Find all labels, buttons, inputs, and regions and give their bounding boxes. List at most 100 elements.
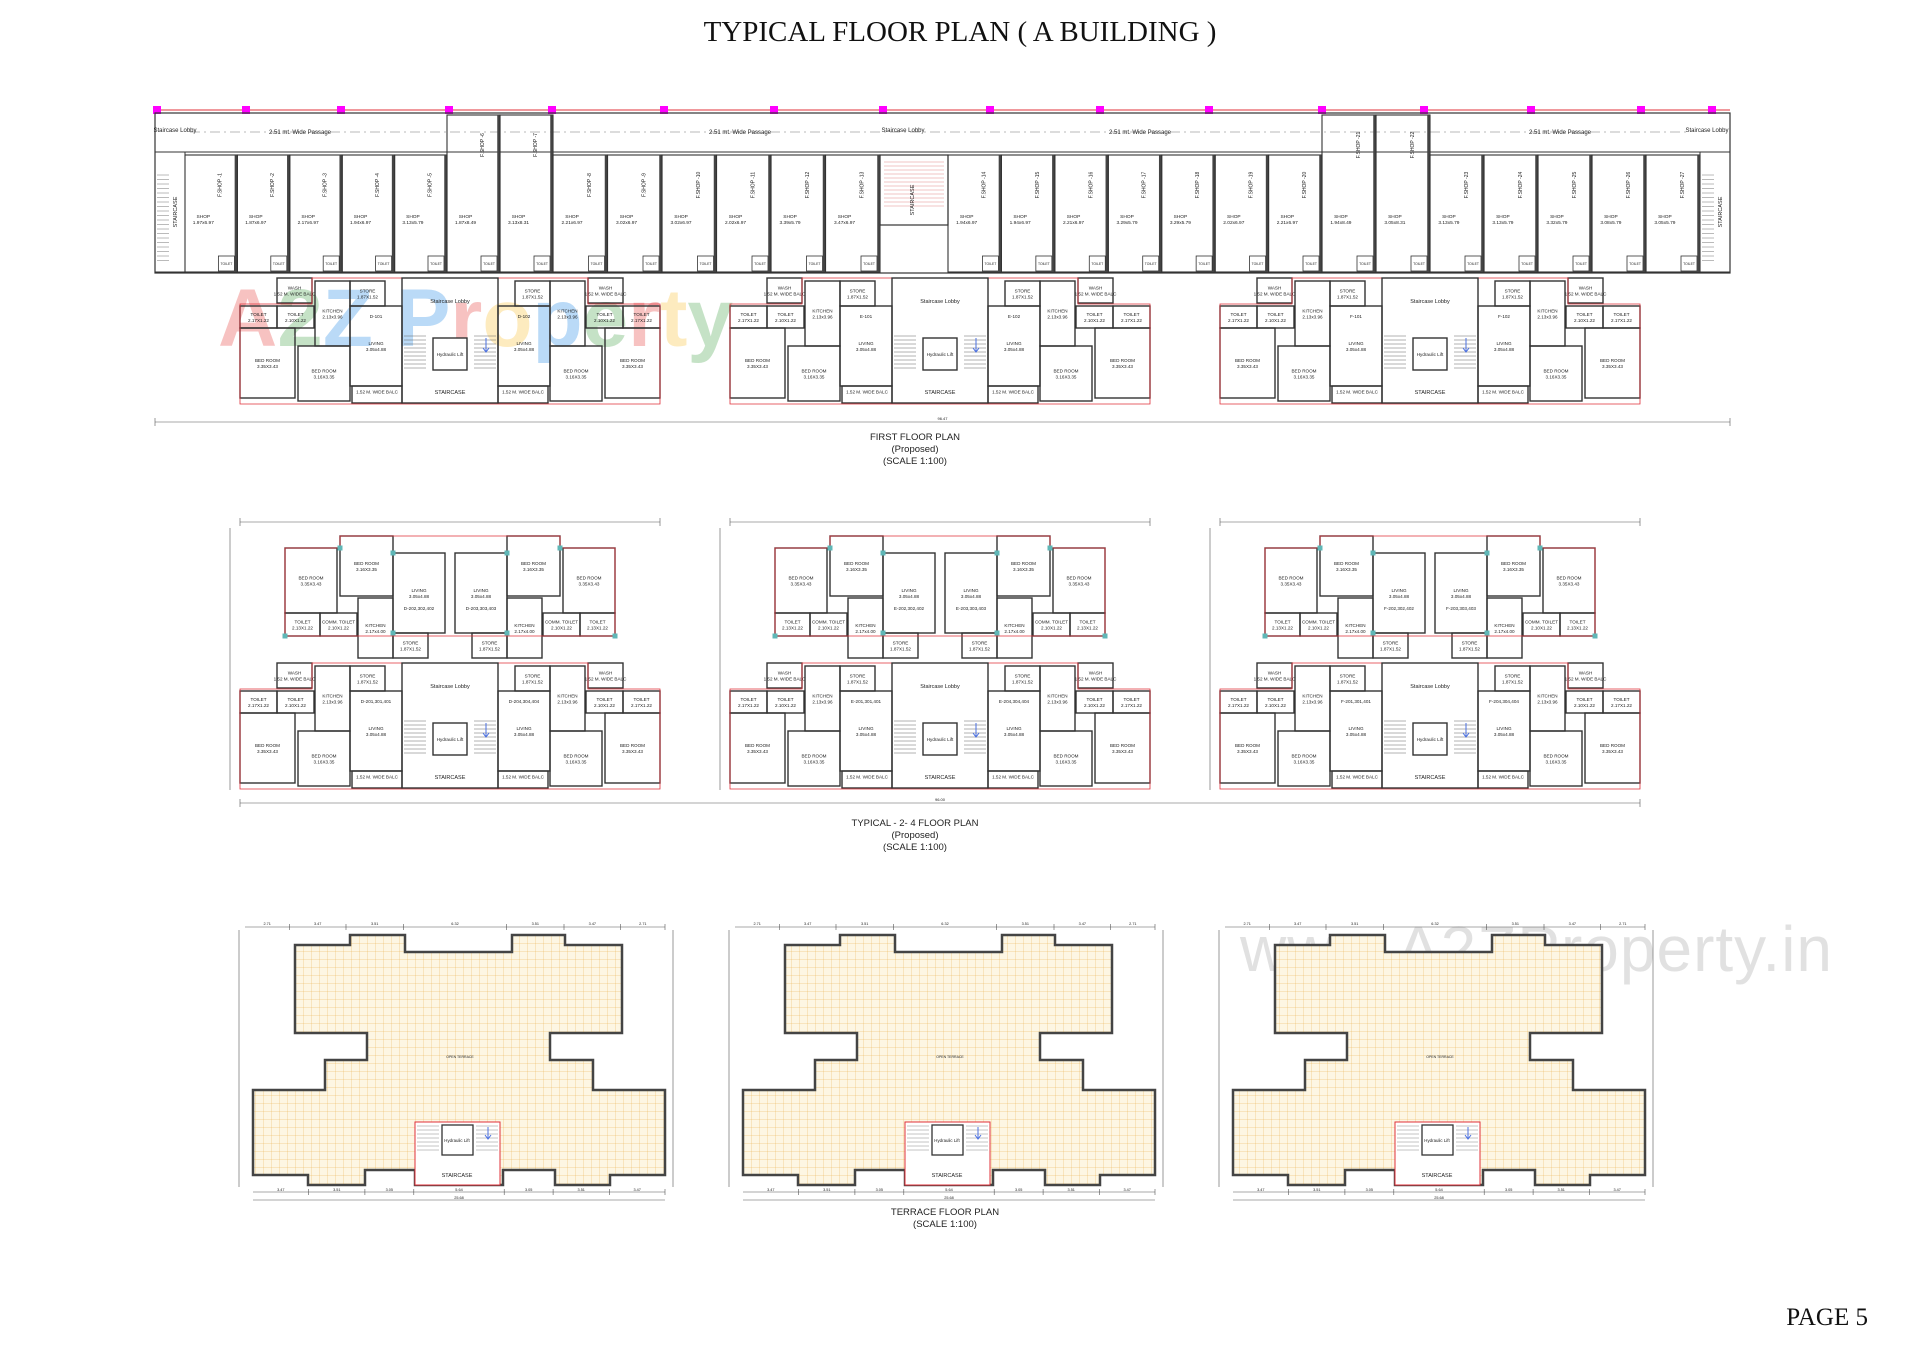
shop-size: 3.29x5.79 xyxy=(1116,220,1137,226)
dimension-label: 3.51 xyxy=(1512,922,1519,926)
shop-name: F.SHOP -18 xyxy=(1195,171,1201,198)
shop-size: 3.32x5.79 xyxy=(1546,220,1567,226)
wash-balcony-label: WASH xyxy=(1089,286,1103,291)
kitchen-size: 2.13x3.96 xyxy=(557,700,578,705)
living-room-size: 3.05x4.88 xyxy=(1451,594,1472,599)
wash-balcony xyxy=(587,277,624,304)
toilet xyxy=(622,305,661,329)
shop-size: 1.87x8.49 xyxy=(455,220,476,226)
toilet-size: 2.10X1.22 xyxy=(285,703,306,708)
lift-label: Hydraulic Lift xyxy=(437,352,464,357)
toilet-label: TOILET xyxy=(1268,312,1284,317)
kitchen-label: KITCHEN xyxy=(1302,309,1322,314)
wash-balcony xyxy=(1567,662,1604,689)
common-toilet-size: 2.10X1.22 xyxy=(818,626,839,631)
store xyxy=(514,280,551,307)
toilet xyxy=(276,690,315,714)
column xyxy=(337,545,343,551)
shop-toilet xyxy=(1035,255,1053,272)
dimension-label: 3.47 xyxy=(767,1188,774,1192)
living-room-label: LIVING xyxy=(516,726,531,731)
toilet-label: TOILET xyxy=(1087,697,1103,702)
staircase-core xyxy=(891,277,989,404)
living-room-size: 3.05x4.88 xyxy=(856,732,877,737)
toilet-label: TOILET xyxy=(536,262,548,266)
staircase-core xyxy=(1381,277,1479,404)
dimension-label: 3.51 xyxy=(371,922,378,926)
caption-scale: (SCALE 1:100) xyxy=(883,842,947,853)
living-room-size: 3.05x4.88 xyxy=(471,594,492,599)
wash-balcony-size: 1.52 M. WIDE BALC xyxy=(1254,677,1297,682)
staircase-lobby-label: Staircase Lobby xyxy=(1410,299,1450,305)
balcony-label: 1.52 M. WIDE BALC xyxy=(1482,775,1525,780)
bedroom xyxy=(1094,327,1151,399)
toilet-size: 2.13X1.22 xyxy=(587,626,608,631)
bedroom-label: BED ROOM xyxy=(576,576,601,581)
kitchen xyxy=(1039,280,1076,347)
toilet-label: TOILET xyxy=(1124,312,1140,317)
kitchen-label: KITCHEN xyxy=(812,694,832,699)
shop-size: 1.94x8.49 xyxy=(1330,220,1351,226)
bedroom-size: 3.35X3.43 xyxy=(1559,582,1580,587)
unit-number: E-203,303,403 xyxy=(956,606,987,611)
staircase-label: STAIRCASE xyxy=(173,196,179,227)
kitchen xyxy=(804,665,841,732)
toilet-size: 2.10X1.22 xyxy=(285,318,306,323)
unit-number: E-202,302,402 xyxy=(894,606,925,611)
shop-toilet xyxy=(1249,255,1266,272)
living-room-size: 3.05x4.88 xyxy=(366,732,387,737)
kitchen-size: 2.13x3.96 xyxy=(812,315,833,320)
column xyxy=(1370,630,1376,636)
dimension-label: 2.71 xyxy=(1129,922,1136,926)
shop-outline xyxy=(661,154,718,273)
slab-outline xyxy=(239,662,661,790)
toilet-label: TOILET xyxy=(1575,262,1587,266)
kitchen xyxy=(549,665,586,732)
bedroom xyxy=(239,327,296,399)
store-label: STORE xyxy=(972,641,988,646)
toilet-size: 2.10X1.22 xyxy=(775,703,796,708)
dimension-label: 3.51 xyxy=(823,1188,830,1192)
wash-balcony xyxy=(1077,662,1114,689)
toilet-label: TOILET xyxy=(1629,262,1641,266)
bedroom-size: 3.35X3.43 xyxy=(1112,749,1133,754)
kitchen-size: 2.13x3.96 xyxy=(1047,700,1068,705)
shop-label: SHOP xyxy=(1120,214,1134,220)
staircase-core xyxy=(401,277,499,404)
toilet-size: 2.10X1.22 xyxy=(1084,318,1105,323)
dimension-label: 3.47 xyxy=(1079,922,1086,926)
store-label: STORE xyxy=(1015,289,1031,294)
toilet-size: 2.17X1.22 xyxy=(1611,318,1632,323)
bedroom-label: BED ROOM xyxy=(311,369,336,374)
shop-toilet xyxy=(751,255,769,272)
bedroom xyxy=(604,712,661,784)
staircase-label: STAIRCASE xyxy=(932,1173,963,1179)
toilet-label: TOILET xyxy=(325,262,337,266)
bedroom-size: 3.16X3.35 xyxy=(804,760,825,765)
toilet-label: TOILET xyxy=(1038,262,1050,266)
store-size: 1.87X1.52 xyxy=(847,295,868,300)
bedroom-size: 3.16X3.35 xyxy=(1546,760,1567,765)
bedroom-label: BED ROOM xyxy=(1556,576,1581,581)
caption-scale: (SCALE 1:100) xyxy=(883,456,947,467)
living-room-label: LIVING xyxy=(368,726,383,731)
hydraulic-lift xyxy=(432,337,468,371)
staircase-lobby-label: Staircase Lobby xyxy=(430,684,470,690)
unit-number: E-204,304,404 xyxy=(999,699,1030,704)
hydraulic-lift xyxy=(1412,337,1448,371)
staircase-lobby-label: Staircase Lobby xyxy=(920,299,960,305)
store-label: STORE xyxy=(403,641,419,646)
logo-letter: t xyxy=(660,273,688,364)
store xyxy=(471,632,508,659)
shop-outline xyxy=(1054,154,1109,273)
store xyxy=(1329,665,1366,692)
balcony-label: 1.52 M. WIDE BALC xyxy=(1336,775,1379,780)
shop-toilet xyxy=(642,255,660,272)
shop-size: 1.87x6.97 xyxy=(245,220,266,226)
toilet-label: TOILET xyxy=(1570,620,1586,625)
toilet-label: TOILET xyxy=(1305,262,1317,266)
living-room xyxy=(454,552,508,634)
living-room-label: LIVING xyxy=(858,726,873,731)
toilet-size: 2.10X1.22 xyxy=(1574,318,1595,323)
slab-outline xyxy=(729,277,1151,405)
